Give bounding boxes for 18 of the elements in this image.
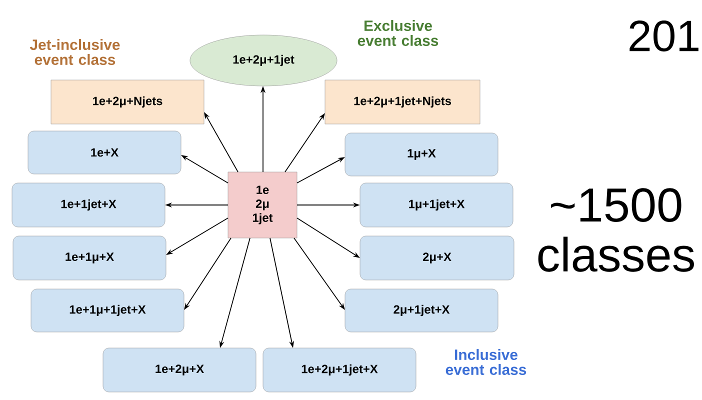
process-box: 2μ+X xyxy=(360,236,514,280)
process-box: 1μ+X xyxy=(344,132,498,176)
process-box: 1e+2μ+X xyxy=(102,348,256,392)
process-box: 1e 2μ 1jet xyxy=(228,172,298,238)
process-box: 1e+1μ+X xyxy=(12,236,166,280)
year-text: 201 xyxy=(630,20,698,52)
process-box: 1e+2μ+Njets xyxy=(50,80,204,124)
process-box: 1e+2μ+1jet+Njets xyxy=(324,80,480,124)
process-box: 1e+2μ+1jet+X xyxy=(262,348,416,392)
class-heading: Jet-inclusive event class xyxy=(30,39,120,65)
process-box: 1e+X xyxy=(28,130,182,174)
process-box: 1μ+1jet+X xyxy=(360,182,514,228)
count-text: ~1500 classes xyxy=(538,188,694,272)
process-box: 1e+1jet+X xyxy=(12,182,166,228)
process-box: 1e+1μ+1jet+X xyxy=(30,288,184,332)
class-heading: Inclusive event class xyxy=(446,349,526,375)
class-heading: Exclusive event class xyxy=(358,20,438,46)
process-box: 2μ+1jet+X xyxy=(344,288,498,332)
